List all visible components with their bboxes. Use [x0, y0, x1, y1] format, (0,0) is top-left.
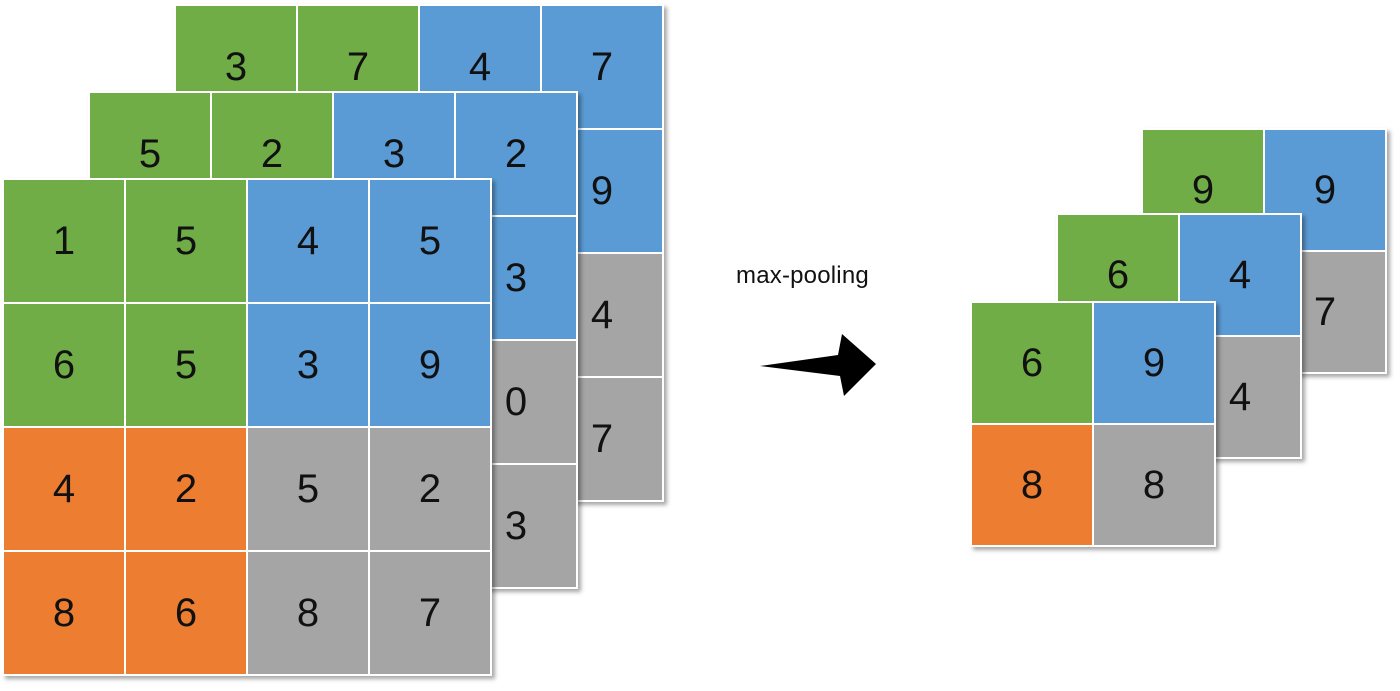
matrix-cell: 7 [370, 552, 490, 674]
matrix-cell: 9 [370, 304, 490, 426]
matrix-cell: 5 [248, 428, 368, 550]
matrix-cell: 8 [4, 552, 124, 674]
matrix-cell: 2 [126, 428, 246, 550]
matrix-cell: 2 [370, 428, 490, 550]
matrix-cell: 8 [1094, 425, 1214, 545]
matrix-cell: 5 [126, 304, 246, 426]
matrix-cell: 6 [126, 552, 246, 674]
matrix-cell: 1 [4, 180, 124, 302]
matrix-cell: 5 [126, 180, 246, 302]
matrix-cell: 2 [456, 93, 576, 215]
matrix-cell: 4 [248, 180, 368, 302]
max-pooling-label: max-pooling [736, 262, 869, 289]
matrix-cell: 3 [248, 304, 368, 426]
matrix-cell: 4 [4, 428, 124, 550]
matrix-cell: 6 [972, 303, 1092, 423]
matrix-cell: 8 [972, 425, 1092, 545]
matrix-cell: 9 [1094, 303, 1214, 423]
matrix-cell: 5 [370, 180, 490, 302]
matrix-cell: 8 [248, 552, 368, 674]
right-arrow-icon [760, 334, 876, 396]
matrix-cell: 6 [4, 304, 124, 426]
